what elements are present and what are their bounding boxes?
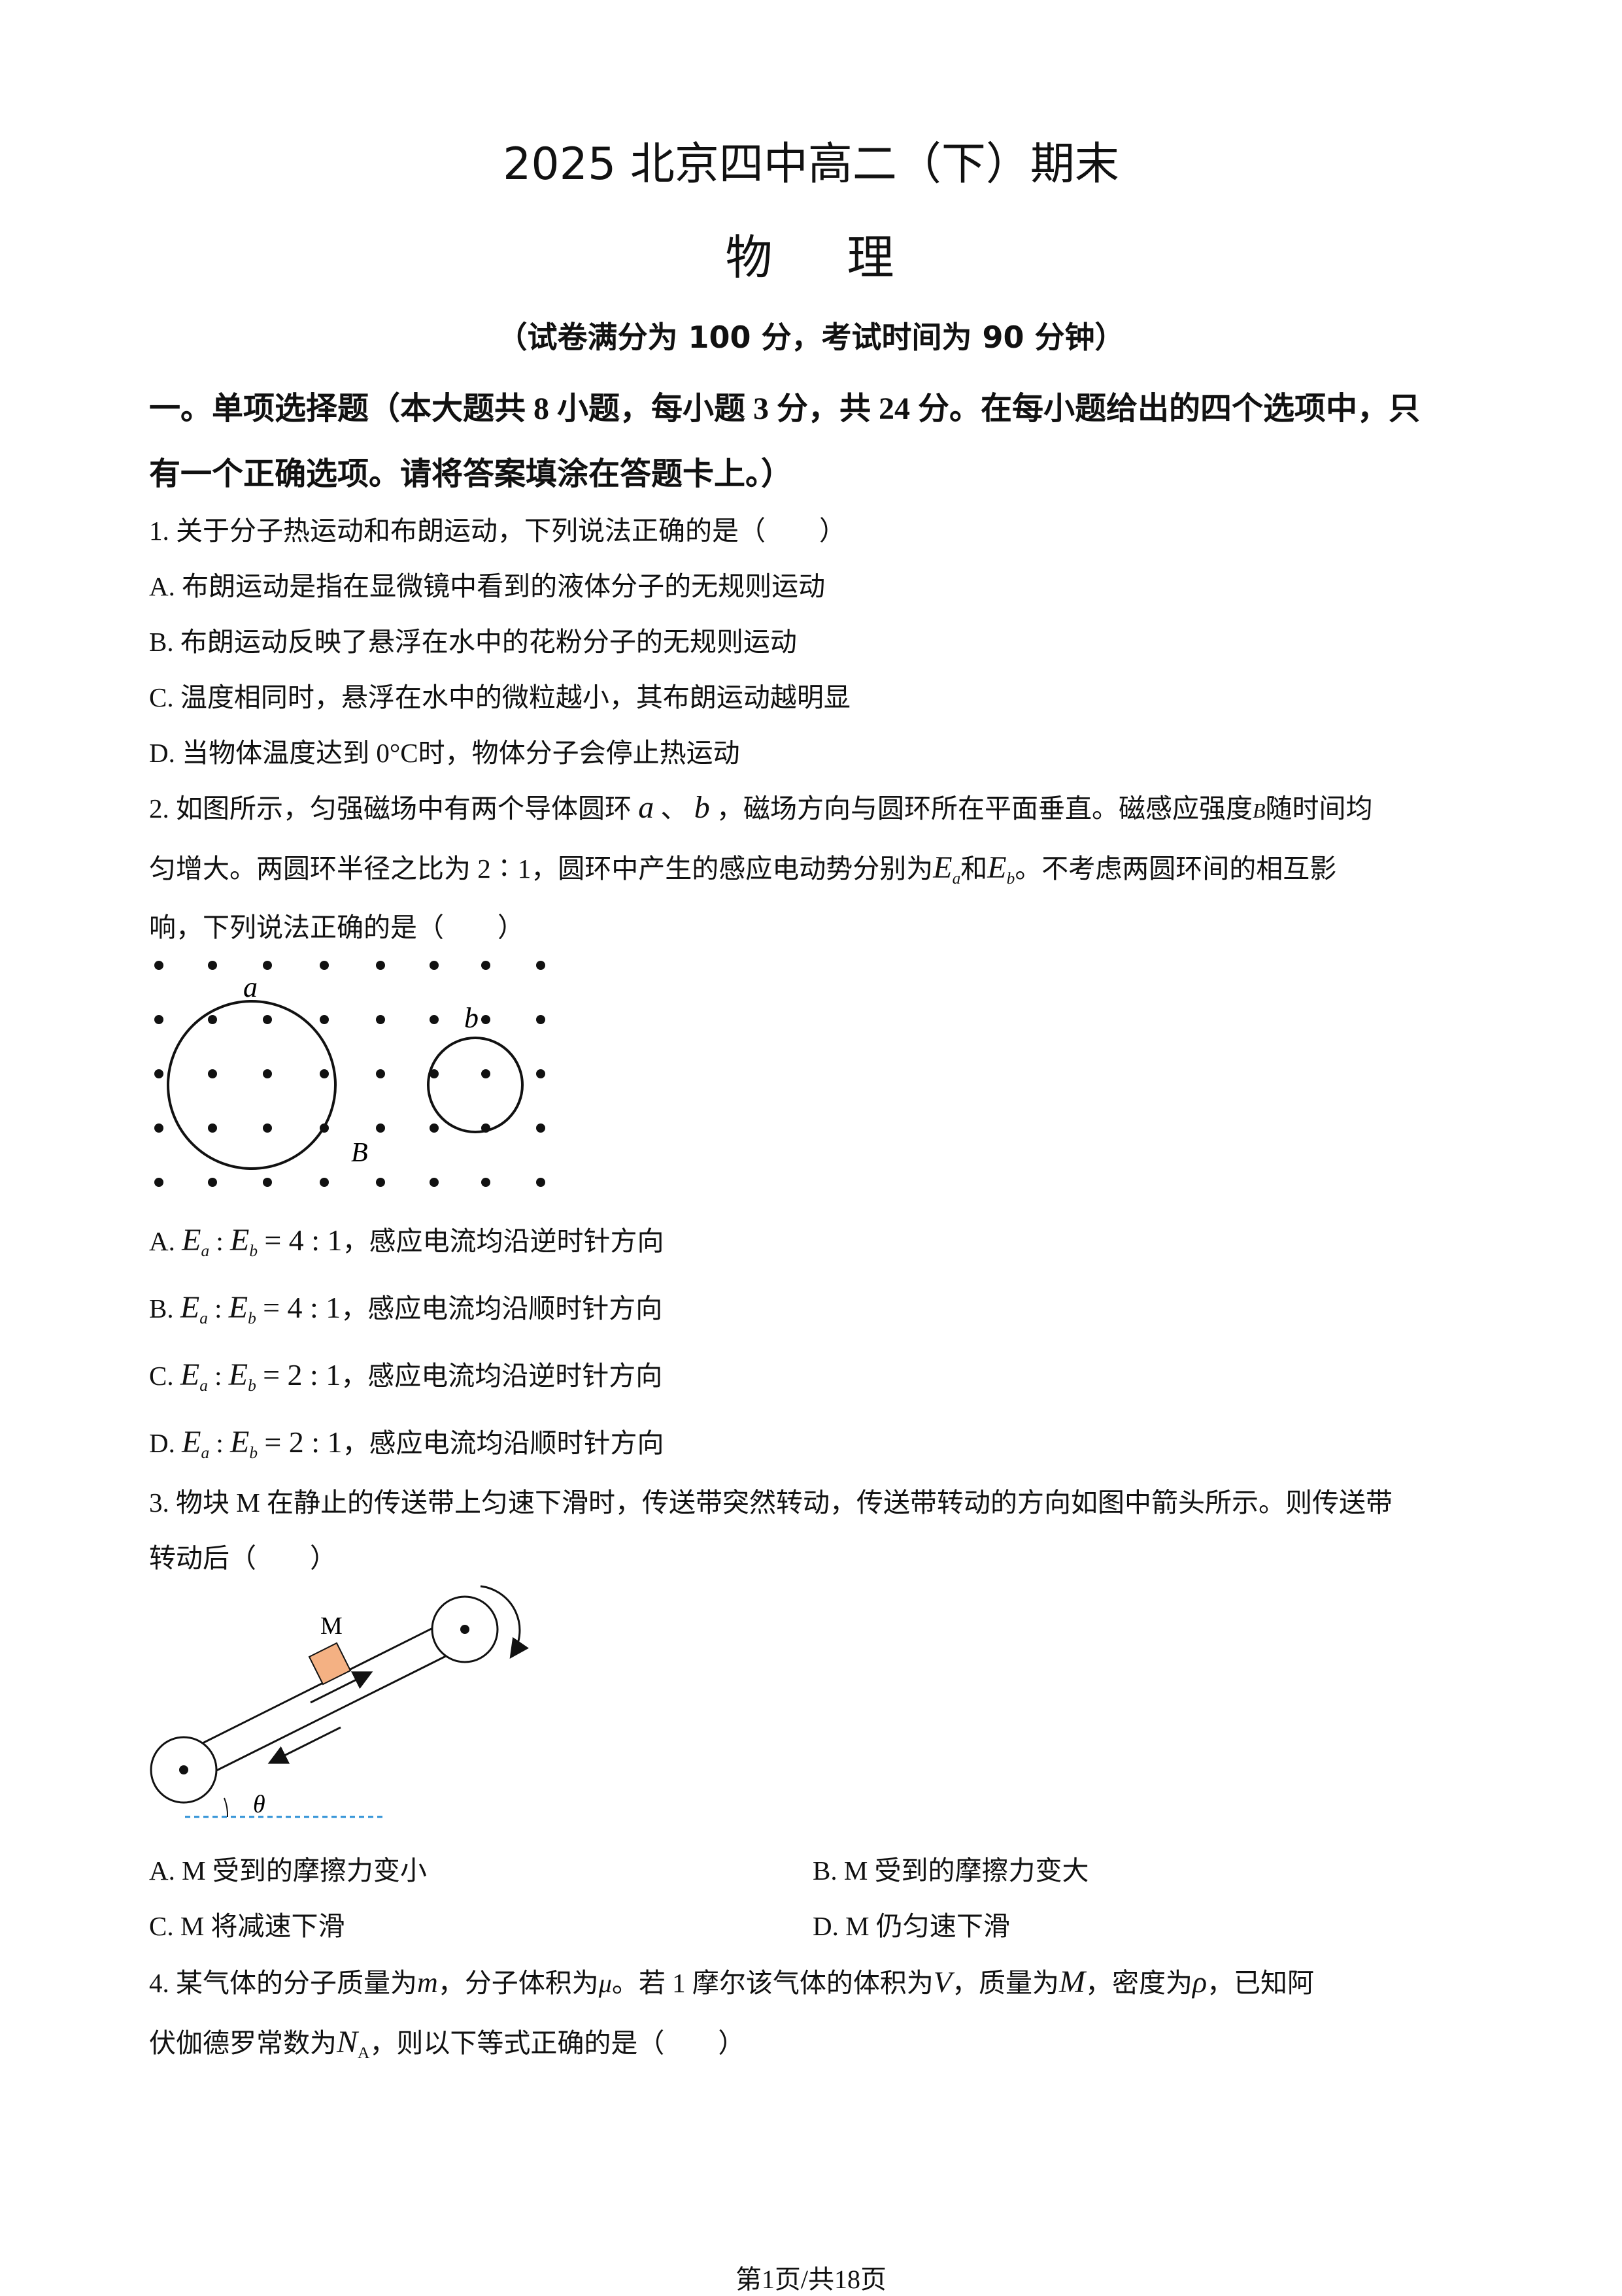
field-dot (263, 1069, 272, 1078)
q1-option-c: C. 温度相同时，悬浮在水中的微粒越小，其布朗运动越明显 (149, 682, 851, 712)
field-dot (263, 1015, 272, 1024)
field-dot (376, 1069, 385, 1078)
angle-arc (224, 1797, 229, 1818)
belt-top (176, 1614, 458, 1757)
field-dot (320, 961, 329, 970)
ring-a (167, 1000, 337, 1170)
field-dot (376, 1178, 385, 1187)
field-dot (154, 1069, 163, 1078)
field-dot (430, 961, 439, 970)
field-dot (154, 961, 163, 970)
label-B: B (351, 1138, 368, 1168)
q3-option-d: D. M 仍匀速下滑 (813, 1911, 1010, 1941)
field-dot (536, 1123, 545, 1133)
q3-option-b: B. M 受到的摩擦力变大 (813, 1855, 1089, 1886)
q2-option-b: B. Ea : Eb = 4 : 1，感应电流均沿顺时针方向 (149, 1290, 663, 1327)
conveyor-figure: M θ (150, 1585, 529, 1818)
field-dot (481, 961, 490, 970)
q2-option-d: D. Ea : Eb = 2 : 1，感应电流均沿顺时针方向 (149, 1425, 664, 1462)
upper-pulley-axle (460, 1625, 469, 1634)
q2-stem-line2: 匀增大。两圆环半径之比为 2∶1，圆环中产生的感应电动势分别为Ea和Eb。不考虑… (149, 850, 1337, 888)
field-dot (376, 961, 385, 970)
label-a: a (243, 971, 258, 1003)
field-dot (430, 1178, 439, 1187)
field-dot (154, 1123, 163, 1133)
field-dots (154, 961, 545, 1187)
label-theta: θ (253, 1791, 265, 1818)
field-dot (481, 1015, 490, 1024)
q2-stem-line3: 响，下列说法正确的是（ ） (149, 912, 524, 942)
field-dot (536, 1178, 545, 1187)
field-dot (320, 1015, 329, 1024)
q2-stem-line1: 2. 如图所示，匀强磁场中有两个导体圆环 a 、 b ，磁场方向与圆环所在平面垂… (149, 790, 1373, 825)
field-dot (376, 1015, 385, 1024)
field-dot (320, 1069, 329, 1078)
field-dot (208, 961, 217, 970)
subject-char-1: 物 (725, 230, 775, 285)
block-m (308, 1642, 352, 1686)
field-dot (154, 1178, 163, 1187)
q1-option-b: B. 布朗运动反映了悬浮在水中的花粉分子的无规则运动 (149, 627, 797, 657)
q2-option-c: C. Ea : Eb = 2 : 1，感应电流均沿逆时针方向 (149, 1357, 663, 1395)
label-b: b (464, 1002, 479, 1034)
q1-option-a: A. 布朗运动是指在显微镜中看到的液体分子的无规则运动 (149, 571, 826, 601)
q1-option-d: D. 当物体温度达到 0°C时，物体分子会停止热运动 (149, 738, 740, 768)
q3-option-c: C. M 将减速下滑 (149, 1911, 345, 1941)
field-dot (208, 1015, 217, 1024)
subject-title: 物理 (0, 219, 1622, 288)
field-dot (430, 1015, 439, 1024)
section-heading-line1: 一。单项选择题（本大题共 8 小题，每小题 3 分，共 24 分。在每小题给出的… (149, 391, 1421, 426)
field-dot (263, 1123, 272, 1133)
field-dot (536, 1069, 545, 1078)
q3-stem-line2: 转动后（ ） (149, 1543, 337, 1573)
field-dot (263, 961, 272, 970)
field-dot (430, 1123, 439, 1133)
q3-stem-line1: 3. 物块 M 在静止的传送带上匀速下滑时，传送带突然转动，传送带转动的方向如图… (149, 1488, 1393, 1518)
field-dot (481, 1069, 490, 1078)
page-footer: 第1页/共18页 (735, 2265, 887, 2294)
belt-arrow-up (310, 1671, 373, 1704)
field-dot (208, 1123, 217, 1133)
rotation-arrow (480, 1585, 529, 1659)
field-dot (481, 1178, 490, 1187)
q3-option-a: A. M 受到的摩擦力变小 (149, 1855, 427, 1886)
field-dot (154, 1015, 163, 1024)
field-dot (536, 961, 545, 970)
belt-bottom (190, 1642, 473, 1785)
magnetic-field-figure: a b B (154, 961, 545, 1187)
field-dot (320, 1178, 329, 1187)
label-m: M (320, 1612, 343, 1640)
exam-note: （试卷满分为 100 分，考试时间为 90 分钟） (497, 320, 1125, 355)
lower-pulley-axle (179, 1765, 188, 1774)
field-dot (208, 1069, 217, 1078)
field-dot (263, 1178, 272, 1187)
ring-b (427, 1037, 524, 1133)
section-heading-line2: 有一个正确选项。请将答案填涂在答题卡上。） (149, 457, 793, 491)
q4-stem-line2: 伏伽德罗常数为NA，则以下等式正确的是（ ） (149, 2025, 745, 2062)
field-dot (536, 1015, 545, 1024)
field-dot (208, 1178, 217, 1187)
belt-arrow-down (267, 1726, 341, 1764)
q1-stem: 1. 关于分子热运动和布朗运动，下列说法正确的是（ ） (149, 516, 846, 546)
q2-option-a: A. Ea : Eb = 4 : 1，感应电流均沿逆时针方向 (149, 1223, 664, 1260)
field-dot (430, 1069, 439, 1078)
field-dot (376, 1123, 385, 1133)
q4-stem-line1: 4. 某气体的分子质量为m，分子体积为μ。若 1 摩尔该气体的体积为V，质量为M… (149, 1965, 1315, 1999)
exam-title: 2025 北京四中高二（下）期末 (503, 139, 1119, 190)
subject-char-2: 理 (847, 230, 897, 285)
